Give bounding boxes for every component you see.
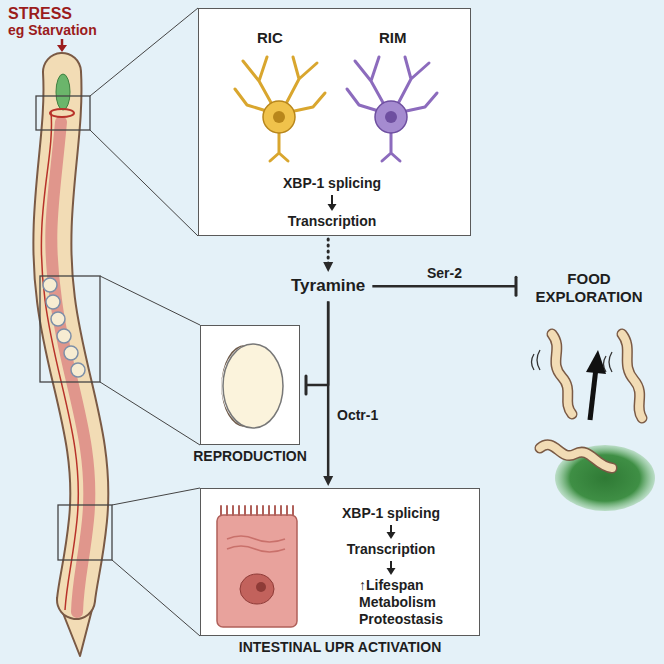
worm-egg — [51, 312, 65, 326]
cell-body — [375, 101, 407, 133]
microvillus — [226, 506, 228, 515]
exploration-arrowhead — [586, 350, 606, 374]
arrowhead — [323, 476, 333, 486]
stress-label: STRESS — [8, 4, 72, 23]
worm-egg — [57, 329, 71, 343]
worm-egg — [71, 363, 85, 377]
worm-pharynx — [56, 74, 70, 110]
feeding-worm-outline — [540, 445, 612, 468]
nucleus — [385, 111, 397, 123]
worm-nerve-ring — [50, 109, 74, 117]
connector — [306, 301, 328, 394]
inhibition-bar — [305, 376, 308, 394]
exploring-worm-outline — [552, 334, 572, 414]
edge-label: Octr-1 — [335, 407, 380, 424]
arrowhead — [323, 262, 333, 272]
microvillus — [268, 506, 270, 515]
exploration-arrow — [590, 368, 596, 420]
microvillus — [238, 506, 240, 515]
exploring-worm-outline — [622, 334, 642, 418]
axon — [270, 131, 288, 161]
zoom-line — [112, 560, 200, 636]
neuron-panel: RIC RIM XBP-1 splicingTranscription — [198, 8, 471, 236]
zoom-frame — [58, 505, 112, 560]
stress-example: eg Starvation — [8, 22, 97, 39]
zoom-line — [100, 276, 200, 325]
exploring-worm — [552, 334, 572, 414]
zoom-line — [90, 8, 198, 96]
process-step: XBP-1 splicing — [311, 505, 471, 522]
worm-egg — [43, 278, 57, 292]
process-step: Transcription — [199, 213, 465, 230]
panel-heading: REPRODUCTION — [193, 448, 307, 465]
connector-line — [306, 301, 328, 385]
zoom-frame — [40, 276, 100, 382]
worm-egg — [46, 295, 60, 309]
panel-heading: INTESTINAL UPR ACTIVATION — [239, 639, 441, 656]
step-arrow — [331, 195, 333, 205]
intestine-panel: XBP-1 splicingTranscription ↑Lifespan Met… — [200, 488, 480, 636]
zoom-line — [100, 382, 200, 445]
connector-line — [372, 285, 516, 288]
inhibition-bar — [515, 277, 518, 295]
process-step: Transcription — [311, 541, 471, 558]
microvillus — [274, 506, 276, 515]
neuron-name: RIC — [257, 29, 283, 47]
behavior-label: FOOD EXPLORATION — [522, 268, 656, 308]
motion-line — [537, 350, 540, 370]
er-membrane — [227, 536, 285, 552]
process-step: XBP-1 splicing — [199, 175, 465, 192]
microvillus — [292, 506, 294, 515]
nucleus — [240, 574, 274, 604]
microvillus — [262, 506, 264, 515]
connector — [323, 239, 333, 272]
motion-line — [609, 352, 612, 372]
step-arrow — [390, 525, 392, 533]
reproduction-panel: REPRODUCTION — [200, 325, 300, 445]
edge-label: Ser-2 — [425, 265, 464, 282]
cell-body — [263, 101, 295, 133]
neurons-drawing — [199, 9, 465, 237]
stress-arrow — [61, 39, 64, 46]
microvillus — [250, 506, 252, 515]
axon — [382, 131, 400, 161]
signal-molecule: Tyramine — [289, 274, 367, 298]
step-arrowhead — [387, 568, 396, 575]
microvillus — [256, 506, 258, 515]
microvillus — [220, 506, 222, 515]
zoom-line — [90, 130, 198, 236]
microvillus — [232, 506, 234, 515]
zoom-frame — [36, 96, 90, 130]
stress-arrowhead — [57, 45, 67, 52]
worm-egg — [64, 346, 78, 360]
connector-line — [327, 301, 330, 478]
motion-line — [532, 354, 535, 370]
step-arrowhead — [328, 204, 337, 211]
neuron-name: RIM — [379, 29, 407, 47]
egg-drawing — [201, 326, 301, 446]
feeding-worm — [540, 445, 612, 468]
node-text: FOOD EXPLORATION — [524, 270, 654, 306]
microvillus — [286, 506, 288, 515]
node-text: Tyramine — [291, 276, 365, 296]
embryo-crescent — [221, 345, 245, 427]
connector — [323, 301, 333, 486]
connector-line — [327, 239, 330, 264]
nucleus — [273, 111, 285, 123]
microvillus — [280, 506, 282, 515]
intestinal-cell — [217, 515, 297, 627]
egg — [223, 344, 283, 428]
microvillus — [244, 506, 246, 515]
nucleolus — [256, 582, 266, 592]
exploring-worm — [622, 334, 642, 418]
zoom-line — [112, 488, 200, 505]
step-arrowhead — [387, 532, 396, 539]
worm-nerve-cord — [41, 112, 78, 610]
outcome-list: ↑Lifespan Metabolism Proteostasis — [359, 577, 459, 627]
step-arrow — [390, 561, 392, 569]
